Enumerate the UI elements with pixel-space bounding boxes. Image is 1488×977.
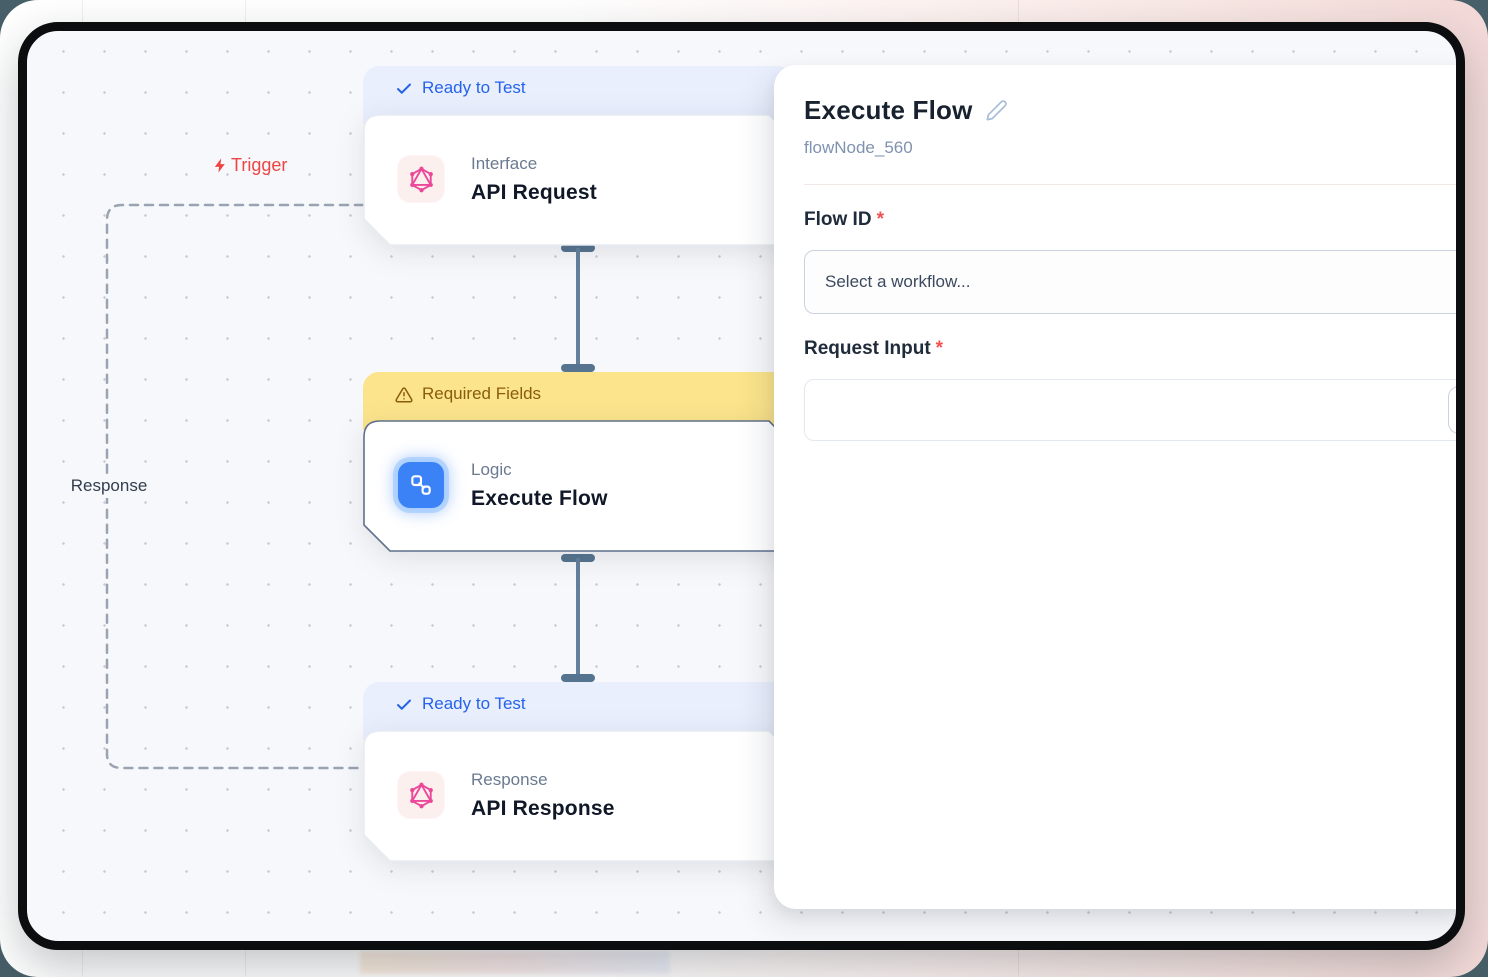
background-artifact xyxy=(360,951,670,974)
flow-id-label: Flow ID* xyxy=(804,209,884,230)
required-asterisk: * xyxy=(876,209,884,230)
node-api-response[interactable]: Ready to Test xyxy=(363,682,795,862)
flow-id-select[interactable]: Select a workflow... xyxy=(804,250,1456,314)
node-id-text: flowNode_560 xyxy=(804,138,913,157)
workflow-editor-window: Trigger Response Ready to Test xyxy=(18,22,1465,950)
check-icon xyxy=(397,83,411,94)
flow-canvas[interactable]: Trigger Response Ready to Test xyxy=(27,31,1456,941)
required-asterisk: * xyxy=(935,338,944,359)
panel-title: Execute Flow xyxy=(804,95,973,125)
request-input-label: Request Input* xyxy=(804,338,944,359)
request-input-field[interactable] xyxy=(804,379,1456,441)
graphql-icon xyxy=(398,156,444,202)
connector xyxy=(561,244,595,372)
graphql-icon xyxy=(398,772,444,818)
node-title: Execute Flow xyxy=(471,486,608,510)
response-edge-label: Response xyxy=(55,474,163,498)
lightning-icon xyxy=(214,158,225,173)
node-title: API Request xyxy=(471,180,597,204)
check-icon xyxy=(397,699,411,710)
node-title: API Response xyxy=(471,796,615,820)
workflow-icon xyxy=(398,462,444,508)
edit-pencil-icon[interactable] xyxy=(985,99,1008,122)
node-category: Logic xyxy=(471,459,512,479)
panel-divider xyxy=(804,184,1456,185)
node-execute-flow[interactable]: Required Fields Logic Execute Flow xyxy=(363,372,795,552)
warning-icon xyxy=(395,387,413,403)
connector xyxy=(561,554,595,682)
expression-editor-button[interactable]: E xyxy=(1448,386,1456,434)
node-category: Response xyxy=(471,769,548,789)
trigger-label: Trigger xyxy=(212,155,287,176)
node-api-request[interactable]: Ready to Test xyxy=(363,66,795,246)
node-properties-panel: Execute Flow flowNode_560 Flow ID* Selec… xyxy=(774,65,1456,909)
node-category: Interface xyxy=(471,153,538,173)
